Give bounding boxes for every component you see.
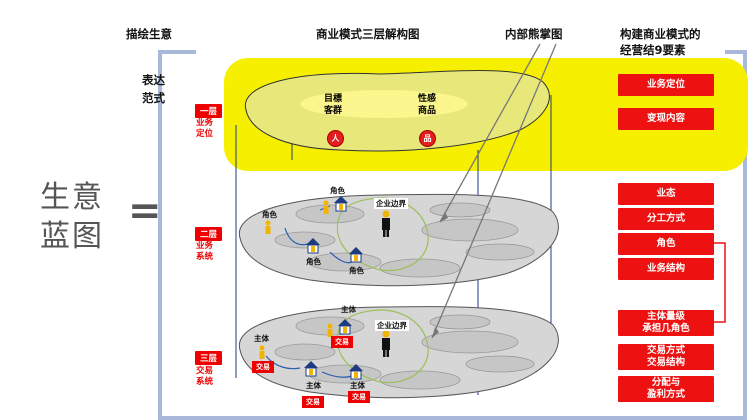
role-house-icon-3 xyxy=(349,247,363,263)
blueprint-title: 生意 蓝图 xyxy=(40,178,104,256)
element-bracket xyxy=(714,242,726,323)
element-2-text: 变现内容 xyxy=(646,112,685,124)
role-person-icon-1 xyxy=(323,200,329,214)
layer3-name-line1: 交易 xyxy=(196,366,214,376)
element-3-text: 业态 xyxy=(656,187,676,199)
trade-tag-2: 交易 xyxy=(252,361,274,373)
subject-house-icon-3 xyxy=(349,364,363,380)
layer1-name: 业务 定位 xyxy=(196,118,213,141)
expression-label-1: 表达 xyxy=(142,73,165,87)
layer2-name-line2: 系统 xyxy=(196,252,214,263)
subject-label-1: 主体 xyxy=(341,305,356,314)
header-bear: 内部熊掌图 xyxy=(505,27,563,41)
subject-label-3: 主体 xyxy=(306,381,321,390)
equals-sign: = xyxy=(128,188,162,234)
subject-label-2: 主体 xyxy=(254,334,269,343)
trade-tag-4: 交易 xyxy=(348,391,370,403)
element-7-line1: 主体量级 xyxy=(646,310,685,322)
header-describe: 描绘生意 xyxy=(126,27,172,41)
layer1-name-line2: 定位 xyxy=(196,129,214,140)
role-label-3: 角色 xyxy=(306,257,321,266)
element-role: 角色 xyxy=(618,233,714,255)
sexy-product: 性感 商品 xyxy=(418,94,436,117)
element-9-line1: 分配与 xyxy=(651,376,681,388)
target-line2: 客群 xyxy=(324,105,343,116)
element-profit-distribution: 分配与 盈利方式 xyxy=(618,376,714,402)
layer3-tag: 三层 xyxy=(195,351,223,365)
blueprint-title-line1: 生意 xyxy=(40,180,104,215)
subject-house-icon-2 xyxy=(304,361,318,377)
enterprise-boundary-3: 企业边界 xyxy=(375,320,409,331)
enterprise-figure-icon-2 xyxy=(382,210,390,237)
expression-label-2: 范式 xyxy=(142,91,165,105)
subject-label-4: 主体 xyxy=(350,381,365,390)
element-division-of-labor: 分工方式 xyxy=(618,208,714,230)
element-8-line2: 交易结构 xyxy=(646,357,685,368)
role-label-1: 角色 xyxy=(330,186,345,195)
subject-arrows xyxy=(265,355,353,378)
person-badge: 人 xyxy=(327,130,344,147)
role-label-4: 角色 xyxy=(349,266,364,275)
element-business-positioning: 业务定位 xyxy=(618,74,714,96)
subject-house-icon-1 xyxy=(338,319,352,335)
blueprint-frame xyxy=(158,50,747,420)
header-elements-line1: 构建商业模式的 xyxy=(620,27,701,41)
product-line2: 商品 xyxy=(418,105,437,116)
layer2-tag: 二层 xyxy=(195,227,223,241)
layer1-inner xyxy=(300,90,468,118)
role-house-icon-1 xyxy=(334,196,348,212)
element-8-line1: 交易方式 xyxy=(646,344,685,356)
trade-tag-3: 交易 xyxy=(302,396,324,408)
subject-person-icon-2 xyxy=(259,345,265,359)
element-5-text: 角色 xyxy=(656,237,676,249)
element-monetization-content: 变现内容 xyxy=(618,108,714,130)
target-line1: 目標 xyxy=(324,94,343,104)
product-line1: 性感 xyxy=(418,94,437,104)
element-1-text: 业务定位 xyxy=(646,78,685,90)
header-elements-line2: 经营结9要素 xyxy=(620,43,686,57)
element-9-line2: 盈利方式 xyxy=(646,389,685,400)
element-trade-structure: 交易方式 交易结构 xyxy=(618,344,714,370)
element-4-text: 分工方式 xyxy=(646,212,685,224)
element-7-line2: 承担几角色 xyxy=(642,323,690,334)
layer3-name: 交易 系统 xyxy=(196,366,213,389)
layer2-name-line1: 业务 xyxy=(196,241,214,251)
header-model: 商业模式三层解构图 xyxy=(316,27,420,41)
enterprise-boundary-2: 企业边界 xyxy=(374,198,408,209)
layer2-cells xyxy=(274,202,535,278)
role-label-2: 角色 xyxy=(262,210,277,219)
target-customers: 目標 客群 xyxy=(324,94,342,117)
layer2-name: 业务 系统 xyxy=(196,241,213,264)
role-house-icon-2 xyxy=(306,238,320,254)
element-business-format: 业态 xyxy=(618,183,714,205)
trade-tag-1: 交易 xyxy=(331,336,353,348)
layer1-tag: 一层 xyxy=(195,104,223,118)
pointer-head-1 xyxy=(440,212,448,222)
item-badge: 品 xyxy=(419,130,436,147)
pointer-head-2 xyxy=(432,327,439,338)
pointer-lines xyxy=(431,43,557,339)
subject-person-icon-1 xyxy=(327,323,333,337)
blueprint-title-line2: 蓝图 xyxy=(40,219,104,254)
element-6-text: 业务结构 xyxy=(646,262,685,274)
role-person-icon-2 xyxy=(265,220,271,234)
enterprise-figure-icon-3 xyxy=(382,330,390,357)
element-business-structure: 业务结构 xyxy=(618,258,714,280)
layer3-name-line2: 系统 xyxy=(196,377,214,388)
layer1-name-line1: 业务 xyxy=(196,118,214,128)
element-subject-scale: 主体量级 承担几角色 xyxy=(618,310,714,336)
